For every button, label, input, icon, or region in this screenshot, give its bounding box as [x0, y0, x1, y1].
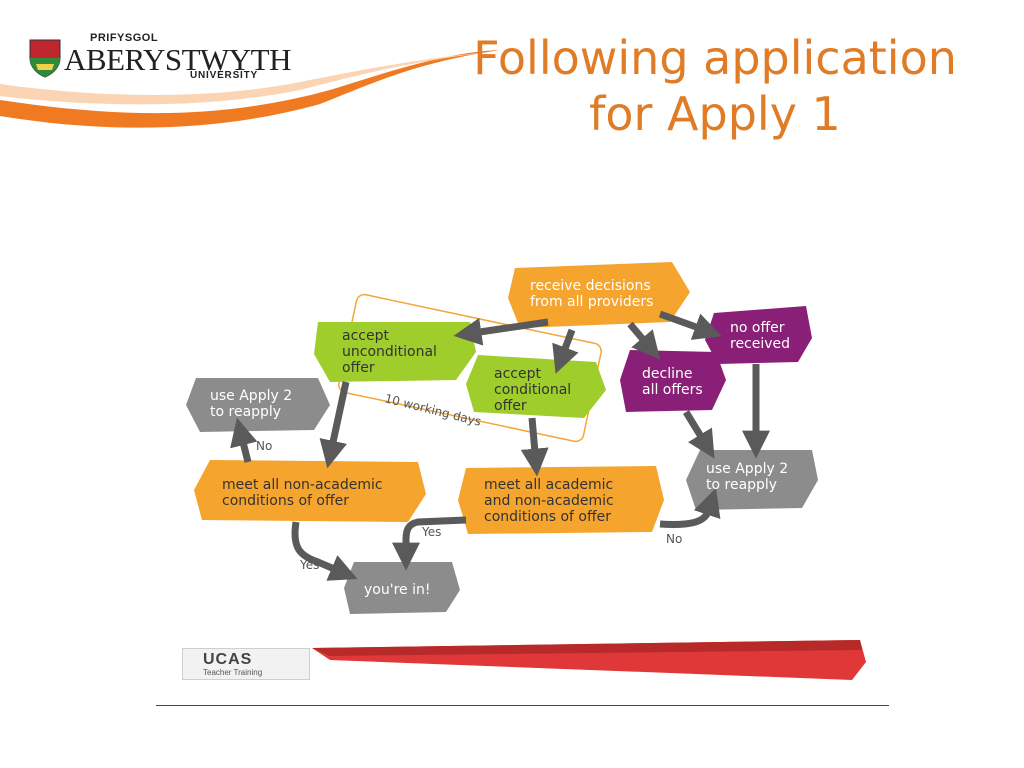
accept-unconditional-text: accept unconditional offer [342, 328, 441, 376]
arrow-academic-no [659, 488, 721, 528]
no-offer-text: no offer received [730, 320, 790, 352]
arrow-to-conditional [552, 328, 579, 374]
ucas-name: UCAS [203, 651, 253, 668]
use-apply2-left-text: use Apply 2 to reapply [210, 388, 297, 420]
logo-suffix: UNIVERSITY [190, 70, 259, 81]
arrow-academic-yes [392, 516, 467, 571]
footer-red-band-dark [312, 640, 862, 656]
accept-unconditional-box [314, 322, 476, 382]
meet-nonacademic-box [194, 460, 426, 522]
arrow-nonacademic-no [230, 417, 258, 463]
ucas-subtitle: Teacher Training [203, 668, 263, 677]
use-apply2-right-text: use Apply 2 to reapply [706, 461, 793, 493]
crest-icon [29, 39, 61, 78]
label-no-right: No [666, 532, 682, 546]
youre-in-text: you're in! [364, 582, 430, 598]
title-line-2: for Apply 1 [589, 87, 841, 141]
receive-decisions-box [508, 262, 690, 328]
header-swoosh-shadow [0, 52, 490, 105]
ucas-logo: UCAS Teacher Training [182, 648, 310, 680]
arrow-to-no-offer [658, 310, 722, 340]
arrow-conditional-down [520, 417, 549, 477]
logo-name: ABERYSTWYTH [64, 42, 292, 77]
label-yes-mid: Yes [421, 525, 441, 539]
arrow-nonacademic-yes [291, 521, 358, 581]
working-days-label: 10 working days [383, 391, 482, 428]
footer-rule [156, 705, 889, 706]
arrow-unconditional-down [319, 381, 350, 469]
arrow-to-decline [627, 321, 661, 360]
decline-text: decline all offers [642, 366, 703, 398]
title-line-1: Following application [473, 31, 957, 85]
meet-nonacademic-text: meet all non-academic conditions of offe… [222, 477, 387, 509]
youre-in-box [344, 562, 460, 614]
aberystwyth-logo: PRIFYSGOL ABERYSTWYTH UNIVERSITY [24, 28, 292, 88]
label-yes-left: Yes [299, 558, 319, 572]
use-apply2-left-box [186, 378, 330, 432]
meet-academic-box [458, 466, 664, 534]
header-swoosh [0, 50, 500, 128]
logo-prefix: PRIFYSGOL [90, 32, 159, 44]
decline-box [620, 350, 726, 412]
meet-academic-text: meet all academic and non-academic condi… [484, 477, 618, 525]
label-no-left: No [256, 439, 272, 453]
arrow-decline-down [683, 410, 715, 459]
no-offer-box [705, 306, 812, 364]
arrow-to-unconditional [453, 317, 549, 346]
slide-title: Following application for Apply 1 [420, 30, 1010, 142]
receive-text: receive decisions from all providers [530, 278, 655, 310]
accept-conditional-text: accept conditional offer [494, 366, 576, 414]
